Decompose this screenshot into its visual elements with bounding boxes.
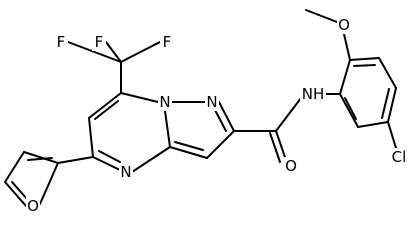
molecule-diagram: F F F N N N O — [4, 9, 408, 215]
atom-label-o-methoxy: O — [338, 16, 350, 34]
bond-ar2-ar3 — [349, 57, 380, 61]
bond-layer — [4, 9, 397, 207]
bond-ar2-ar3-inner — [353, 64, 376, 67]
bond-c7-n — [120, 92, 159, 103]
atom-label-layer: F F F N N N O — [26, 16, 408, 215]
atom-label-f3: F — [163, 33, 172, 51]
bond-fur-c2-c3-inner — [27, 157, 53, 161]
atom-label-n-pyrimidine: N — [120, 163, 131, 181]
atom-label-nh-amide: NH — [302, 85, 325, 103]
atom-n-pyrazole: N — [205, 93, 219, 111]
bond-fur-c2-o — [39, 162, 59, 205]
bond-ar4-ar5-inner — [381, 88, 390, 119]
atom-label-n-bridge: N — [159, 93, 170, 111]
atom-o-carbonyl: O — [284, 157, 298, 175]
bond-c5-npym-inner — [98, 150, 121, 163]
bond-c3-c3a — [169, 146, 208, 159]
bond-npz-c2-inner — [214, 109, 227, 132]
bond-c2-c3 — [206, 130, 235, 159]
bond-camide-o-2 — [269, 132, 281, 163]
structure-canvas: F F F N N N O — [4, 9, 408, 215]
bond-ar3-ar4 — [378, 57, 397, 89]
bond-ar2-omethoxy — [343, 33, 351, 61]
bond-fur-c2-c3 — [23, 151, 59, 164]
atom-label-n-pyrazole: N — [206, 93, 217, 111]
atom-cl: Cl — [390, 148, 408, 166]
bond-c7-c6 — [88, 92, 122, 119]
bond-c3a-nbridge — [164, 110, 171, 148]
bond-ar5-ar6 — [357, 121, 389, 128]
bond-c6-c5 — [88, 117, 94, 158]
bond-camide-nh — [275, 97, 302, 132]
atom-o-methoxy: O — [337, 16, 351, 34]
bond-c5-npym — [92, 156, 121, 171]
bond-c7-c6-inner — [94, 100, 119, 120]
bond-c3-c3a-inner — [174, 141, 204, 151]
atom-o-furan: O — [26, 197, 40, 215]
atom-label-o-carbonyl: O — [285, 157, 297, 175]
atom-n-pyrimidine: N — [119, 163, 133, 181]
atom-label-o-furan: O — [27, 197, 39, 215]
bond-ar6-ar1-inner — [344, 97, 357, 120]
bond-fur-c4-c5-inner — [11, 181, 28, 200]
atom-f1: F — [54, 33, 68, 51]
bond-ar1-ar2 — [339, 59, 351, 95]
bond-ar5-cl — [387, 121, 397, 149]
bond-fur-c3-c4 — [4, 151, 25, 183]
bond-c5-furan — [57, 156, 94, 164]
bond-npz-c2 — [218, 101, 235, 132]
atom-n-bridge: N — [158, 93, 172, 111]
bond-cf3-f2 — [105, 41, 122, 63]
bond-fur-c4-c5 — [4, 181, 27, 207]
atom-nh-amide: NH — [300, 85, 326, 103]
bond-ar6-ar1 — [339, 93, 359, 128]
atom-label-f1: F — [57, 33, 66, 51]
atom-label-cl: Cl — [392, 148, 407, 166]
atom-label-f2: F — [95, 33, 104, 51]
bond-camide-o — [275, 130, 287, 161]
bond-omethoxy-ch3 — [305, 9, 338, 23]
bond-ar4-ar5 — [387, 87, 397, 123]
atom-f3: F — [160, 33, 174, 51]
bond-npym-c3a — [131, 146, 171, 173]
atom-f2: F — [92, 33, 106, 51]
bond-cf3-f3 — [120, 41, 161, 63]
bond-cf3-f1 — [67, 41, 122, 63]
